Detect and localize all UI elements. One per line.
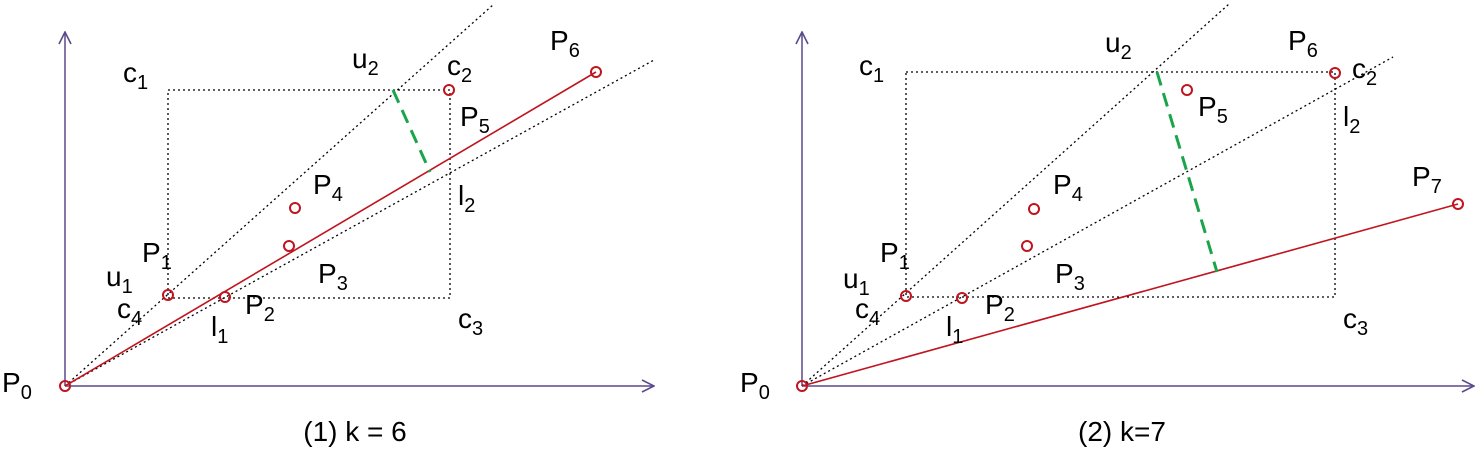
label-c1: c1 — [123, 57, 148, 94]
point-p7 — [1452, 198, 1464, 210]
bounding-box — [905, 71, 1336, 298]
label-p5: P5 — [1198, 91, 1228, 128]
label-p0: P0 — [740, 367, 770, 404]
label-c4: c4 — [117, 293, 142, 330]
point-p0 — [59, 380, 71, 392]
upper-bound-ray — [64, 3, 495, 387]
label-u1: u1 — [106, 261, 133, 298]
point-p6 — [590, 66, 602, 78]
width-dash — [391, 89, 432, 173]
label-l2: l2 — [458, 180, 475, 217]
label-p1: P1 — [142, 237, 172, 274]
label-p0: P0 — [2, 367, 32, 404]
label-l2: l2 — [1343, 101, 1360, 138]
lower-bound-ray — [801, 56, 1394, 387]
width-dash — [1155, 71, 1219, 273]
point-p4 — [289, 202, 301, 214]
label-u2: u2 — [352, 43, 379, 80]
panel-1: P0 P1 P2 P3 P4 P5 P6 c1 c2 c3 c4 u1 u2 l… — [2, 3, 655, 447]
bounding-box — [167, 89, 451, 299]
label-p6: P6 — [550, 25, 580, 62]
label-p4: P4 — [1053, 169, 1083, 206]
point-p4 — [1028, 203, 1040, 215]
panel-2: P0 P1 P2 P3 P4 P5 P6 P7 c1 c2 c3 c4 u1 u… — [740, 3, 1474, 447]
label-p1: P1 — [880, 237, 910, 274]
fitted-segment — [64, 71, 597, 387]
label-u2: u2 — [1105, 27, 1132, 64]
label-l1: l1 — [211, 311, 228, 348]
point-p3 — [283, 240, 295, 252]
label-p3: P3 — [318, 258, 348, 295]
point-p0 — [796, 380, 808, 392]
point-p6 — [1329, 67, 1341, 79]
label-p5: P5 — [460, 101, 490, 138]
point-p5 — [443, 84, 455, 96]
label-p3: P3 — [1055, 258, 1085, 295]
label-l1: l1 — [946, 311, 963, 348]
point-p1 — [900, 290, 912, 302]
label-p4: P4 — [313, 169, 343, 206]
label-u1: u1 — [843, 263, 870, 300]
point-p3 — [1021, 240, 1033, 252]
point-p1 — [162, 289, 174, 301]
label-c2: c2 — [447, 50, 472, 87]
point-p5 — [1181, 84, 1193, 96]
label-c4: c4 — [855, 293, 880, 330]
label-c2: c2 — [1352, 53, 1377, 90]
point-p2 — [219, 291, 231, 303]
point-p2 — [956, 292, 968, 304]
label-c3: c3 — [458, 303, 483, 340]
lower-bound-ray — [64, 59, 655, 387]
label-p6: P6 — [1288, 25, 1318, 62]
fitted-segment — [801, 203, 1459, 387]
label-c3: c3 — [1343, 303, 1368, 340]
label-p7: P7 — [1412, 161, 1442, 198]
label-p2: P2 — [985, 289, 1015, 326]
label-c1: c1 — [859, 50, 884, 87]
label-p2: P2 — [245, 289, 275, 326]
caption-panel-2: (2) k=7 — [1078, 416, 1166, 447]
upper-bound-ray — [801, 3, 1230, 387]
caption-panel-1: (1) k = 6 — [303, 416, 406, 447]
